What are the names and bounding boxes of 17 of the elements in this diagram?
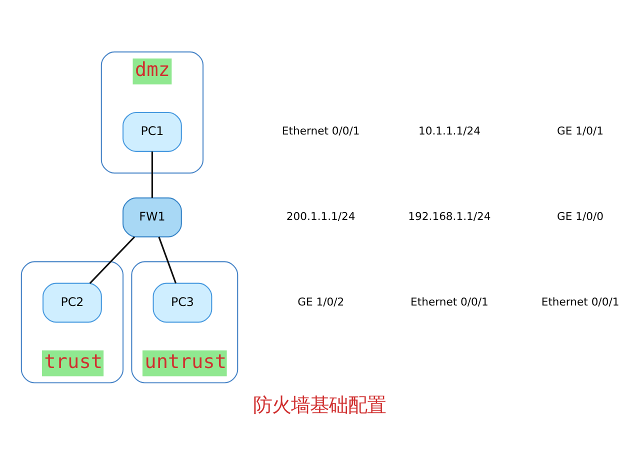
connector (89, 236, 136, 284)
label: 10.1.1.1/24 (418, 124, 481, 138)
diagram-title: 防火墙基础配置 (253, 393, 386, 416)
label: GE 1/0/2 (298, 295, 344, 308)
node-box: PC3 (152, 282, 212, 323)
node-box: PC1 (122, 112, 182, 152)
label: Ethernet 0/0/1 (410, 295, 488, 308)
label: Ethernet 0/0/1 (541, 295, 620, 308)
node-box: PC2 (42, 282, 102, 323)
connector (151, 152, 154, 198)
label: GE 1/0/0 (557, 210, 604, 224)
label: 192.168.1.1/24 (408, 210, 491, 224)
node-box: FW1 (122, 197, 182, 238)
connector (158, 236, 177, 284)
label: Ethernet 0/0/1 (282, 124, 360, 138)
label: GE 1/0/1 (557, 124, 604, 138)
label: 200.1.1.1/24 (286, 210, 356, 224)
